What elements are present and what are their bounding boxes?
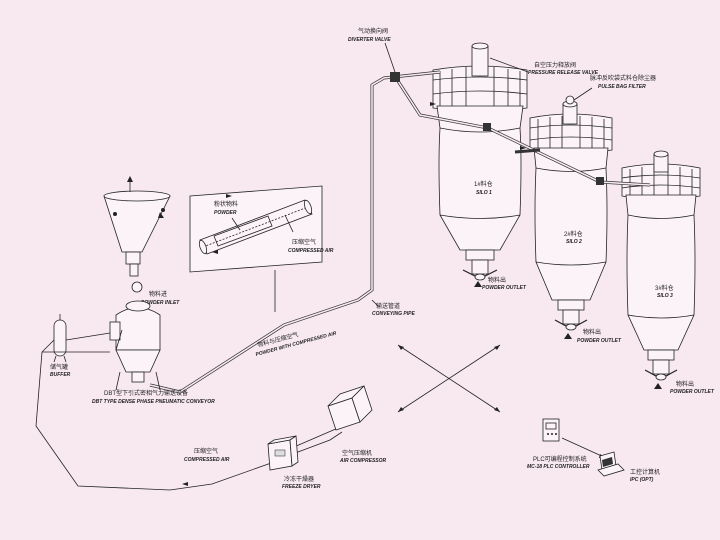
conveyor-label: DBT型下引式密相气力输送设备 xyxy=(104,389,188,397)
ipc-computer xyxy=(597,451,625,477)
powder-label: 粉状物料 xyxy=(214,200,238,208)
silo-2-label: 2#料仓 xyxy=(564,230,583,238)
compressed-air-label-en: COMPRESSED AIR xyxy=(184,457,230,463)
compressed-air-small-label-en: COMPRESSED AIR xyxy=(288,248,334,254)
buffer-tank: 储气罐 BUFFER xyxy=(50,314,71,378)
compressed-air-label: 压缩空气 xyxy=(194,447,218,455)
diverter-valve-label: 气动换向阀 xyxy=(358,27,388,35)
ipc-label: 工控计算机 xyxy=(630,468,660,476)
outlet-3-label: 物料出 xyxy=(676,380,694,388)
plc-label: PLC可编程控制系统 xyxy=(533,455,587,463)
outlet-1-label-en: POWDER OUTLET xyxy=(482,285,527,291)
bag-filter-label: 脉冲反吹袋式料仓除尘器 xyxy=(590,74,656,82)
pressure-release-label-en: PRESSURE RELEASE VALVE xyxy=(528,70,599,76)
silo-3-label: 3#料仓 xyxy=(655,284,674,292)
silo-1-label: 1#料仓 xyxy=(474,180,493,188)
silo-1-label-en: SILO 1 xyxy=(476,190,492,196)
silo-3-label-en: SILO 3 xyxy=(657,293,673,299)
powder-label-en: POWDER xyxy=(214,210,237,216)
air-compressor-label-en: AIR COMPRESSOR xyxy=(339,458,387,464)
diverter-valve xyxy=(390,72,400,82)
conveying-pipe-label: 输送管道 xyxy=(376,302,400,310)
powder-inlet-label: 物料进 xyxy=(149,290,167,298)
freeze-dryer xyxy=(267,435,299,471)
air-compressor-label: 空气压缩机 xyxy=(342,449,372,457)
outlet-3-label-en: POWDER OUTLET xyxy=(670,389,715,395)
diverter-valve-label-en: DIVERTER VALVE xyxy=(348,37,391,43)
freeze-dryer-label: 冷冻干燥器 xyxy=(284,475,314,483)
outlet-1-label: 物料出 xyxy=(488,276,506,284)
conveying-pipe xyxy=(149,70,651,394)
dense-phase-conveyor: 物料进 POWDER INLET xyxy=(109,281,180,391)
plc-label-en: MC-18 PLC CONTROLLER xyxy=(527,464,590,470)
feed-hopper xyxy=(103,176,171,277)
buffer-label: 储气罐 xyxy=(50,363,68,371)
air-compressor xyxy=(327,385,373,431)
pressure-release-label: 自空压力释放阀 xyxy=(534,61,576,69)
freeze-dryer-label-en: FREEZE DRYER xyxy=(282,484,321,490)
diverter-valve-3 xyxy=(596,177,604,185)
silo-2: 2#料仓 SILO 2 xyxy=(529,95,613,331)
diverter-valve-2 xyxy=(483,123,491,131)
powder-inlet-label-en: POWDER INLET xyxy=(141,300,180,306)
outlet-2-label: 物料出 xyxy=(583,328,601,336)
bag-filter-label-en: PULSE BAG FILTER xyxy=(598,84,646,90)
direction-cross xyxy=(397,344,501,413)
pipe-detail-inset: 粉状物料 POWDER 压缩空气 COMPRESSED AIR xyxy=(189,185,334,273)
silo-2-label-en: SILO 2 xyxy=(566,239,582,245)
buffer-label-en: BUFFER xyxy=(50,372,71,378)
plc-controller xyxy=(542,418,607,459)
conveying-pipe-label-en: CONVEYING PIPE xyxy=(372,311,415,317)
outlet-2-label-en: POWDER OUTLET xyxy=(577,338,622,344)
compressed-air-small-label: 压缩空气 xyxy=(292,238,316,246)
silo-1: 1#料仓 SILO 1 xyxy=(432,42,528,281)
conveyor-label-en: DBT TYPE DENSE PHASE PNEUMATIC CONVEYOR xyxy=(92,399,215,405)
ipc-label-en: IPC (OPT) xyxy=(630,477,654,483)
silo-3: 3#料仓 SILO 3 xyxy=(621,150,701,381)
